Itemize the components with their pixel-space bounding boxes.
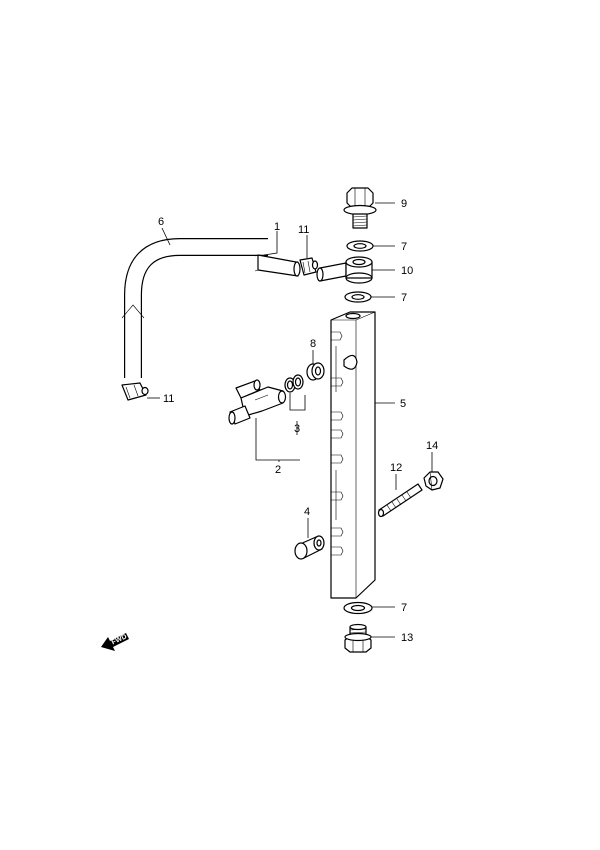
- washer-7-lower[interactable]: [343, 601, 373, 615]
- callout-5: 5: [400, 398, 406, 410]
- callout-6: 6: [158, 216, 164, 228]
- o-ring-3[interactable]: [284, 374, 304, 393]
- banjo-bolt-9[interactable]: [343, 187, 377, 229]
- callout-7-middle: 7: [401, 292, 407, 304]
- grommet-4[interactable]: [294, 535, 325, 560]
- hose-6[interactable]: [121, 238, 268, 378]
- nut-14[interactable]: [423, 471, 444, 491]
- seal-8[interactable]: [306, 362, 325, 381]
- callout-9: 9: [401, 198, 407, 210]
- tee-fitting-2[interactable]: [228, 379, 287, 425]
- callout-2: 2: [275, 464, 281, 476]
- callout-11-lower: 11: [163, 393, 174, 405]
- hose-1[interactable]: [254, 254, 301, 277]
- callout-1: 1: [274, 221, 280, 233]
- callout-7-lower: 7: [401, 602, 407, 614]
- callout-13: 13: [401, 632, 413, 644]
- callout-14: 14: [426, 440, 438, 452]
- callout-4: 4: [304, 506, 310, 518]
- callout-12: 12: [390, 462, 402, 474]
- leader-lines: [147, 202, 433, 638]
- fwd-arrow-icon: FWD: [101, 633, 129, 651]
- banjo-fitting-10[interactable]: [316, 256, 373, 284]
- washer-7-middle[interactable]: [344, 291, 372, 303]
- callout-7-upper: 7: [401, 241, 407, 253]
- plug-bolt-13[interactable]: [344, 623, 372, 653]
- clamp-11-upper[interactable]: [299, 257, 319, 276]
- washer-7-upper[interactable]: [346, 240, 374, 252]
- fwd-label: FWD: [111, 633, 128, 646]
- callout-8: 8: [310, 338, 316, 350]
- callouts: 6 1 11 11 9 7 10 7 8 5 3 2 14 12 4 7 13: [158, 198, 438, 644]
- callout-10: 10: [401, 265, 413, 277]
- callout-11-upper: 11: [298, 224, 309, 236]
- fuel-rail-5[interactable]: [330, 311, 376, 599]
- clamp-11-lower[interactable]: [121, 382, 149, 401]
- stud-bolt-12[interactable]: [377, 483, 423, 518]
- callout-3: 3: [294, 423, 300, 435]
